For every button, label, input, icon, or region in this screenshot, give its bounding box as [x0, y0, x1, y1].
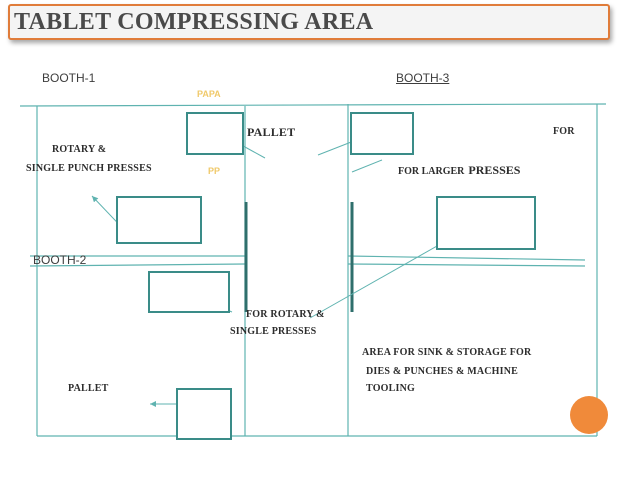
- accent-circle: [570, 396, 608, 434]
- sink-storage-line2: DIES & PUNCHES & MACHINE: [366, 366, 519, 377]
- press-box-booth3: [436, 196, 536, 250]
- title-banner: TABLET COMPRESSING AREA: [8, 4, 610, 40]
- arrow-larger-presses: [351, 159, 383, 173]
- pallet-box-top-left: [186, 112, 244, 155]
- papa-label: PAPA: [197, 89, 221, 99]
- pallet-bottom-label: PALLET: [68, 383, 109, 394]
- booth-2-label: BOOTH-2: [33, 253, 87, 267]
- press-box-booth2: [148, 271, 230, 313]
- larger-presses-label: FOR LARGER PRESSES: [398, 161, 520, 179]
- wall-top: [19, 103, 607, 107]
- for-rotary-label: FOR ROTARY &: [246, 309, 325, 320]
- single-punch-presses-label: SINGLE PUNCH PRESSES: [26, 163, 152, 174]
- pallet-box-bottom: [176, 388, 232, 440]
- booth-1-label: BOOTH-1: [42, 71, 96, 85]
- larger-presses-prefix: FOR LARGER: [398, 166, 465, 177]
- arrow-for-rotary-right: [309, 232, 461, 319]
- for-top-right-label: FOR: [553, 126, 575, 137]
- page-title: TABLET COMPRESSING AREA: [14, 9, 374, 35]
- booth2-line-bottom: [29, 263, 246, 267]
- single-presses-label: SINGLE PRESSES: [230, 326, 317, 337]
- pp-label: PP: [208, 166, 221, 176]
- larger-presses-word: PRESSES: [468, 163, 521, 177]
- pallet-top-label: PALLET: [247, 125, 296, 139]
- booth-3-label: BOOTH-3: [396, 71, 450, 85]
- pallet-box-top-right: [350, 112, 414, 155]
- sink-storage-line3: TOOLING: [366, 383, 416, 394]
- sink-storage-line1: AREA FOR SINK & STORAGE FOR: [362, 347, 532, 358]
- press-box-booth1: [116, 196, 202, 244]
- rotary-label: ROTARY &: [52, 144, 107, 155]
- right-line-top: [347, 255, 586, 261]
- right-line-bottom: [347, 263, 586, 267]
